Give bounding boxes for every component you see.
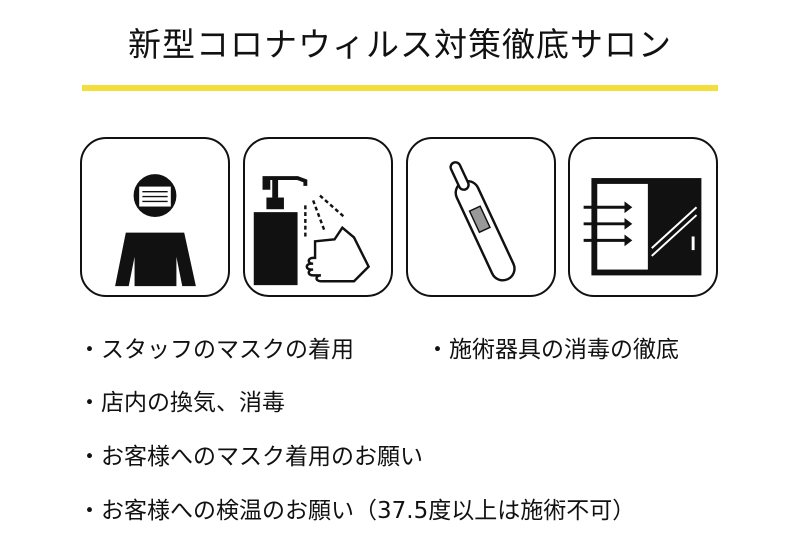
list-item: ・お客様へのマスク着用のお願い <box>78 444 423 470</box>
yellow-divider <box>82 85 718 91</box>
window-ventilation-icon <box>568 137 718 297</box>
thermometer-icon <box>406 137 556 297</box>
list-item: ・スタッフのマスクの着用 <box>78 337 354 363</box>
list-item: ・店内の換気、消毒 <box>78 390 285 416</box>
hand-sanitizer-icon <box>243 137 393 297</box>
page-title: 新型コロナウィルス対策徹底サロン <box>128 25 672 64</box>
list-item: ・施術器具の消毒の徹底 <box>426 337 679 363</box>
masked-person-icon <box>80 137 230 297</box>
list-item: ・お客様への検温のお願い（37.5度以上は施術不可） <box>78 498 636 524</box>
